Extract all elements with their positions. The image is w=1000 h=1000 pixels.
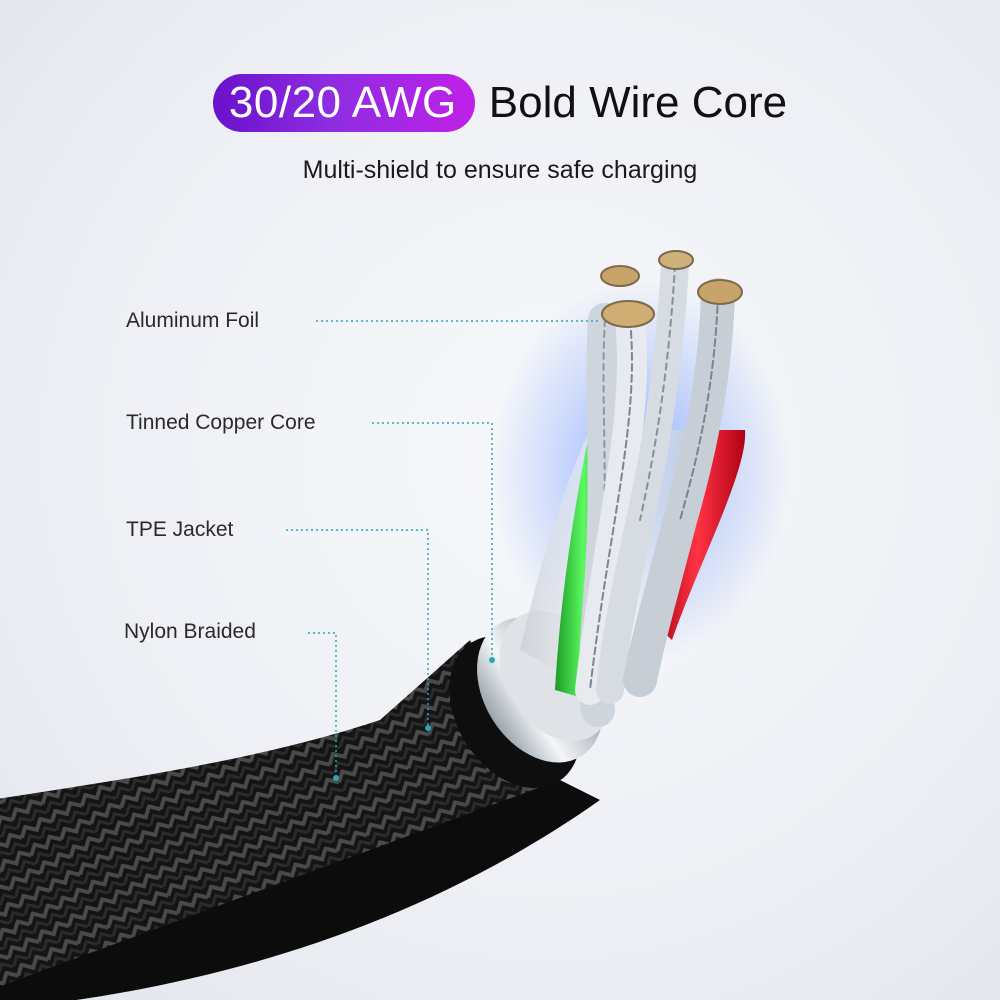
tinned-copper-core-strands (575, 251, 735, 727)
label-nylon-braided: Nylon Braided (124, 620, 256, 643)
leader-lines (286, 320, 600, 778)
headline: 30/20 AWG Bold Wire Core (0, 74, 1000, 132)
headline-title: Bold Wire Core (488, 78, 788, 127)
leader-endpoints (333, 657, 495, 781)
nylon-braided-cable (0, 640, 600, 1000)
strand-tips (600, 250, 743, 328)
awg-badge: 30/20 AWG (212, 74, 475, 132)
subtitle: Multi-shield to ensure safe charging (302, 156, 698, 184)
label-tinned-copper-core: Tinned Copper Core (126, 411, 316, 434)
leader-tpe-jacket (286, 529, 429, 728)
leader-tinned-copper-core (372, 422, 493, 660)
label-aluminum-foil: Aluminum Foil (126, 309, 260, 332)
label-tpe-jacket: TPE Jacket (126, 518, 234, 541)
